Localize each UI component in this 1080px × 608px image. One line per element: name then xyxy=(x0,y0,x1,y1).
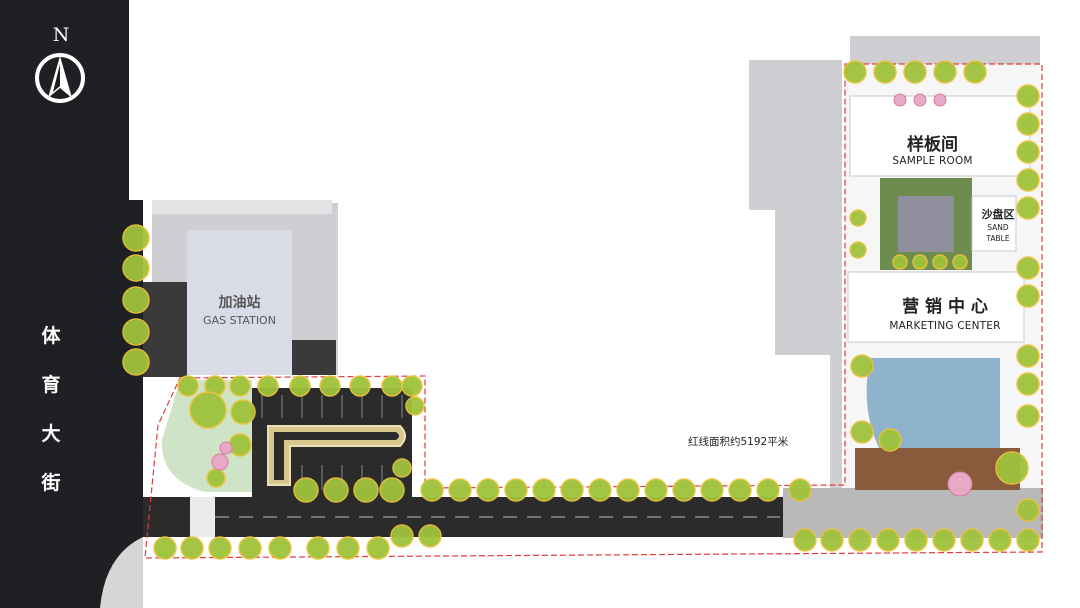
redline-area-label: 红线面积约5192平米 xyxy=(688,436,789,448)
marketing-center-en: MARKETING CENTER xyxy=(889,320,1001,332)
street-char: 街 xyxy=(41,472,61,494)
sand-table-cn: 沙盘区 xyxy=(981,208,1015,221)
water-feature xyxy=(866,358,1000,450)
gas-station-en: GAS STATION xyxy=(203,314,276,327)
drive-loop xyxy=(267,425,406,486)
sample-room-block xyxy=(849,95,1031,177)
dark-block-1 xyxy=(143,282,187,377)
gas-station-label: 加油站 GAS STATION xyxy=(187,292,292,327)
street-char: 大 xyxy=(41,423,61,445)
sand-table-label: 沙盘区 SAND TABLE xyxy=(972,206,1024,244)
sand-table-en-2: TABLE xyxy=(986,234,1010,243)
sand-table-block xyxy=(971,195,1017,252)
deck xyxy=(855,448,1020,490)
north-arrow-icon xyxy=(35,53,85,103)
gas-station-building xyxy=(187,230,292,375)
marketing-block xyxy=(847,271,1025,343)
sample-room-en: SAMPLE ROOM xyxy=(892,155,973,167)
street-name: 体 育 大 街 xyxy=(38,312,64,508)
north-letter: N xyxy=(52,24,70,46)
courtyard-paving xyxy=(898,196,954,252)
flowering-trees xyxy=(211,93,973,497)
lawn-corner xyxy=(161,380,252,492)
parking-lines xyxy=(261,395,403,490)
trees xyxy=(122,60,1040,560)
marketing-center-label: 营 销 中 心 MARKETING CENTER xyxy=(870,292,1020,332)
sample-room-cn: 样板间 xyxy=(907,135,958,155)
sand-table-en-1: SAND xyxy=(987,223,1009,232)
sample-room-label: 样板间 SAMPLE ROOM xyxy=(880,130,985,167)
marketing-center-cn: 营 销 中 心 xyxy=(902,297,988,317)
street-char: 体 xyxy=(41,325,61,347)
street-char: 育 xyxy=(41,374,61,396)
dark-block-2 xyxy=(292,340,336,375)
gas-station-cn: 加油站 xyxy=(218,295,261,311)
